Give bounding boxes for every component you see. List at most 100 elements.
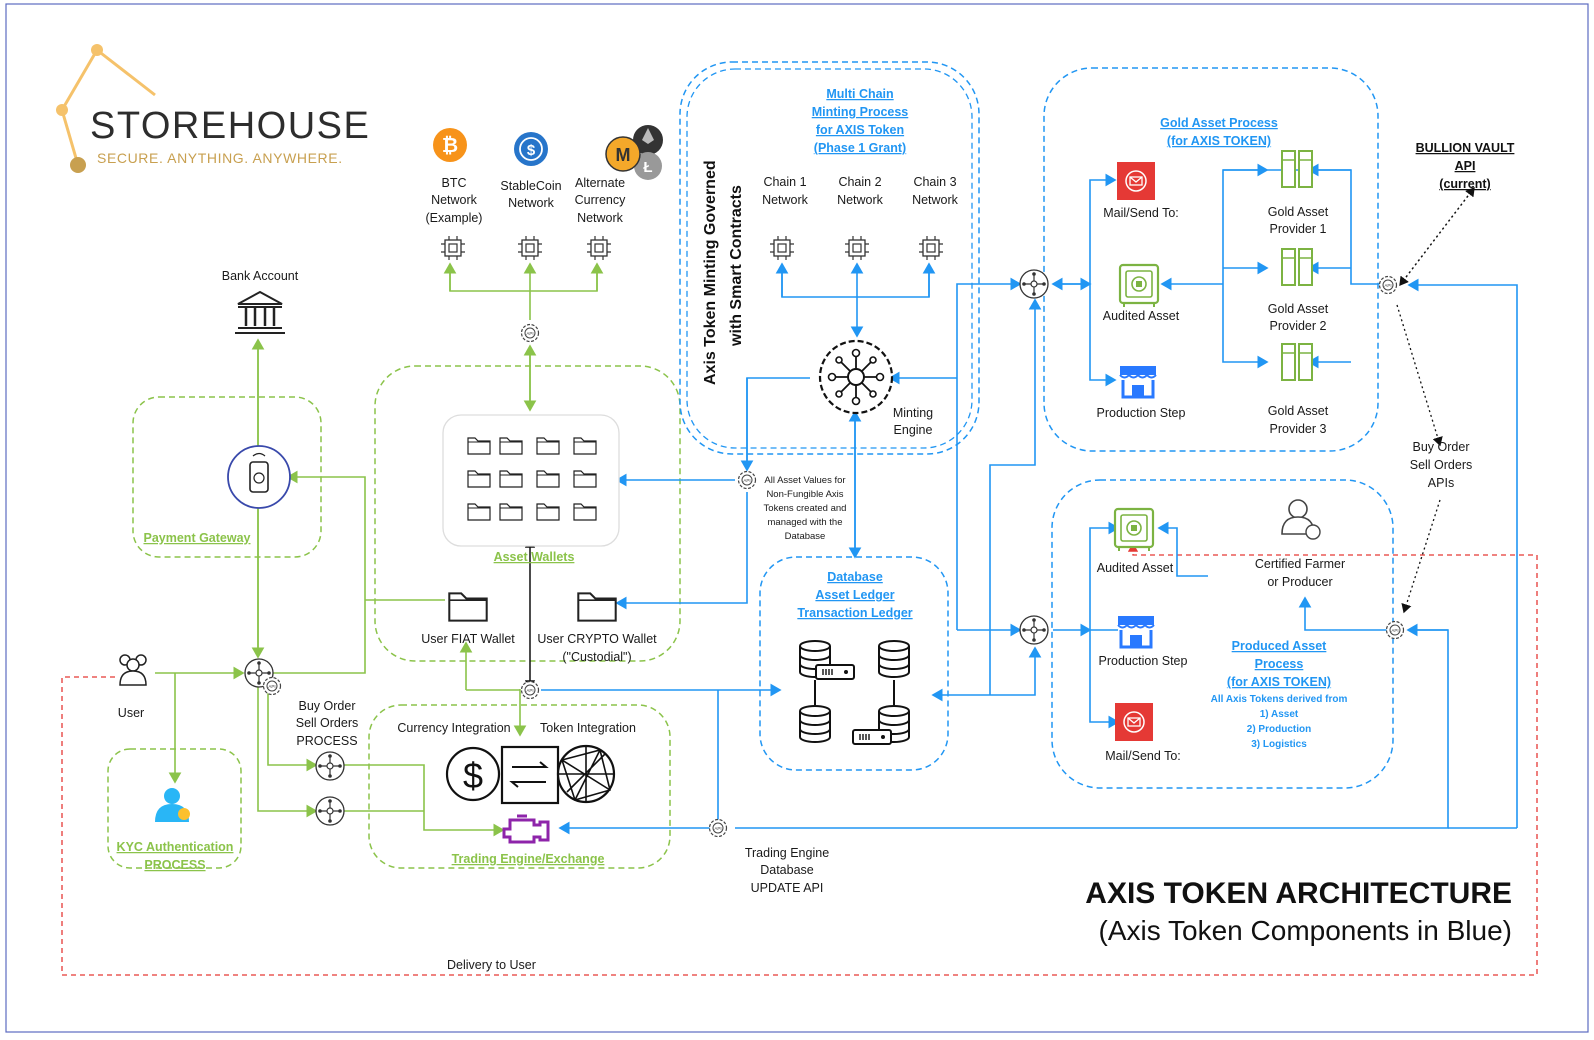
chain1-chip-icon bbox=[769, 235, 795, 261]
svg-text:Axis Token Minting Governed: Axis Token Minting Governed bbox=[702, 160, 719, 385]
store-icon bbox=[1118, 364, 1158, 399]
trading-engine-icon bbox=[502, 814, 550, 844]
svg-text:$: $ bbox=[463, 755, 483, 796]
litecoin-icon bbox=[634, 152, 662, 180]
mail-icon bbox=[1116, 161, 1156, 201]
produced-mail-send: Mail/Send To: bbox=[1105, 702, 1181, 763]
svg-text:Ł: Ł bbox=[643, 159, 652, 176]
produced-process-group bbox=[1051, 479, 1394, 789]
svg-text:Provider 1: Provider 1 bbox=[1270, 222, 1327, 236]
svg-text:Sell Orders: Sell Orders bbox=[296, 716, 359, 730]
svg-text:$: $ bbox=[527, 142, 536, 159]
delivery-label: Delivery to User bbox=[447, 958, 536, 972]
btc-chip-icon bbox=[440, 235, 466, 261]
svg-text:1) Asset: 1) Asset bbox=[1260, 709, 1299, 720]
usdc-icon bbox=[514, 132, 548, 166]
safe-icon bbox=[1118, 263, 1160, 309]
currency-exchange-icon: $ bbox=[445, 745, 560, 805]
trading-group bbox=[368, 704, 671, 869]
bitcoin-icon bbox=[433, 128, 467, 162]
svg-text:Currency: Currency bbox=[575, 193, 626, 207]
svg-text:Produced Asset: Produced Asset bbox=[1232, 639, 1328, 653]
stablecoin-network: $ StableCoin Network bbox=[500, 132, 562, 261]
asset-wallets-group bbox=[374, 365, 681, 662]
svg-text:Database: Database bbox=[827, 570, 883, 584]
alt-chip-icon bbox=[586, 235, 612, 261]
svg-text:3) Logistics: 3) Logistics bbox=[1251, 739, 1307, 750]
svg-text:APIs: APIs bbox=[1428, 476, 1454, 490]
buy-sell-apis: Buy Order Sell Orders APIs bbox=[1410, 440, 1473, 490]
payment-terminal-icon bbox=[227, 445, 291, 509]
svg-text:All Axis Tokens derived from: All Axis Tokens derived from bbox=[1211, 694, 1348, 705]
svg-text:Bank Account: Bank Account bbox=[222, 269, 299, 283]
produced-api-gear-icon bbox=[1385, 620, 1405, 640]
multi-chain-title: Multi Chain Minting Process for AXIS Tok… bbox=[812, 87, 909, 155]
svg-text:Chain 2: Chain 2 bbox=[838, 175, 881, 189]
svg-text:for AXIS Token: for AXIS Token bbox=[816, 123, 904, 137]
user-node: User bbox=[118, 654, 147, 720]
logo-tagline: SECURE. ANYTHING. ANYWHERE. bbox=[97, 150, 343, 166]
svg-text:API: API bbox=[1455, 159, 1476, 173]
produced-audited-asset: Audited Asset bbox=[1097, 507, 1174, 575]
delivery-loop-line bbox=[61, 542, 1538, 976]
blue-flow-lines bbox=[541, 163, 1518, 835]
asset-wallets: Asset Wallets bbox=[442, 414, 620, 564]
gold-audited-asset: Audited Asset bbox=[1103, 263, 1180, 323]
produced-hub-icon bbox=[1019, 615, 1049, 645]
networks-api-gear-icon bbox=[520, 323, 540, 343]
svg-text:("Custodial"): ("Custodial") bbox=[562, 650, 631, 664]
stable-chip-icon bbox=[517, 235, 543, 261]
minting-outer bbox=[679, 61, 980, 455]
svg-text:PROCESS: PROCESS bbox=[144, 858, 205, 872]
trading-db-api-gear-icon bbox=[708, 818, 728, 838]
crypto-folder-icon bbox=[577, 592, 617, 622]
svg-text:Network: Network bbox=[431, 193, 478, 207]
green-flow-lines bbox=[155, 262, 604, 837]
architecture-title: AXIS TOKEN ARCHITECTURE bbox=[1085, 877, 1512, 910]
svg-text:Gold Asset: Gold Asset bbox=[1268, 205, 1329, 219]
derived-list: All Axis Tokens derived from 1) Asset 2)… bbox=[1211, 694, 1348, 750]
minting-inner bbox=[686, 68, 973, 449]
currency-integration-label: Currency Integration bbox=[397, 721, 510, 735]
svg-text:Minting: Minting bbox=[893, 406, 933, 420]
svg-text:PROCESS: PROCESS bbox=[296, 734, 357, 748]
farmer-icon bbox=[1281, 499, 1321, 540]
payment-gateway: Payment Gateway bbox=[144, 445, 291, 545]
minting-engine: Minting Engine bbox=[818, 339, 933, 437]
svg-text:Certified Farmer: Certified Farmer bbox=[1255, 557, 1345, 571]
gold-provider-2: Gold Asset Provider 2 bbox=[1268, 248, 1329, 333]
svg-text:Buy Order: Buy Order bbox=[299, 699, 356, 713]
store-icon bbox=[1116, 614, 1156, 649]
svg-text:Chain 3: Chain 3 bbox=[913, 175, 956, 189]
svg-text:(for AXIS TOKEN): (for AXIS TOKEN) bbox=[1227, 675, 1331, 689]
svg-text:Minting Process: Minting Process bbox=[812, 105, 909, 119]
logo-title: STOREHOUSE bbox=[90, 105, 370, 147]
gold-bar-icon bbox=[1281, 150, 1313, 188]
chain-3: Chain 3 Network bbox=[912, 175, 959, 261]
bullion-api-dotted-line-back bbox=[1399, 187, 1475, 287]
minting-governed-label: Axis Token Minting Governed with Smart C… bbox=[702, 160, 745, 385]
asset-values-note: All Asset Values for Non-Fungible Axis T… bbox=[764, 475, 847, 542]
svg-text:Gold Asset Process: Gold Asset Process bbox=[1160, 116, 1278, 130]
svg-text:(Example): (Example) bbox=[426, 211, 483, 225]
svg-text:₿: ₿ bbox=[442, 135, 458, 157]
produced-process-title: Produced Asset Process (for AXIS TOKEN) bbox=[1227, 639, 1331, 689]
svg-text:Audited Asset: Audited Asset bbox=[1103, 309, 1180, 323]
gold-production-step: Production Step bbox=[1097, 364, 1186, 420]
chain-2: Chain 2 Network bbox=[837, 175, 884, 261]
database-group bbox=[759, 556, 949, 771]
svg-text:Provider 3: Provider 3 bbox=[1270, 422, 1327, 436]
svg-text:or Producer: or Producer bbox=[1267, 575, 1332, 589]
svg-text:(current): (current) bbox=[1439, 177, 1490, 191]
svg-text:Engine: Engine bbox=[894, 423, 933, 437]
user-fiat-wallet: User FIAT Wallet bbox=[421, 592, 515, 646]
svg-text:Mail/Send To:: Mail/Send To: bbox=[1105, 749, 1181, 763]
svg-text:Transaction Ledger: Transaction Ledger bbox=[797, 606, 912, 620]
monero-icon bbox=[605, 136, 641, 172]
fiat-folder-icon bbox=[448, 592, 488, 622]
svg-text:KYC Authentication: KYC Authentication bbox=[117, 840, 234, 854]
svg-text:Network: Network bbox=[577, 211, 624, 225]
btc-network: ₿ BTC Network (Example) bbox=[426, 128, 483, 261]
orders-api-gear-icon bbox=[262, 676, 282, 696]
